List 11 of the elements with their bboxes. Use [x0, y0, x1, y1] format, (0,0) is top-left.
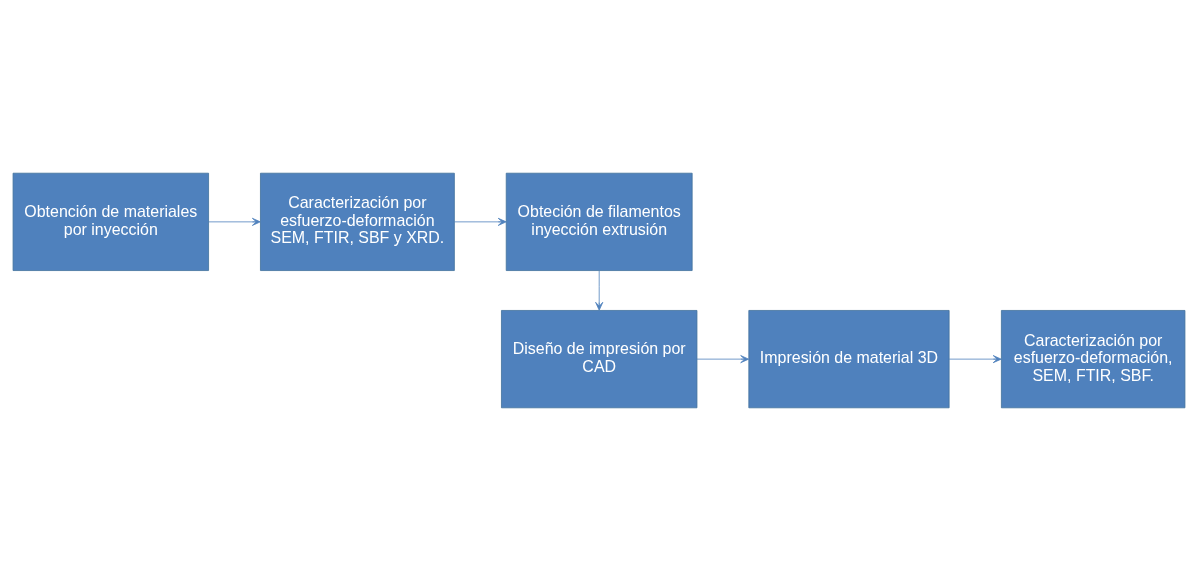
- node-box: Impresión de material 3D: [748, 310, 950, 409]
- node-box: Caracterización por esfuerzo-deformación, SEM, FTIR, SBF.: [1001, 310, 1186, 409]
- node-box: Caracterización por esfuerzo-deformación SEM, FTIR, SBF y XRD.: [260, 172, 455, 271]
- arrow: [696, 355, 750, 364]
- node-box: Diseño de impresión por CAD: [501, 310, 698, 409]
- arrow: [208, 217, 261, 226]
- node-box: Obtención de materiales por inyección: [12, 172, 209, 271]
- arrow: [948, 355, 1002, 364]
- arrow: [454, 217, 507, 226]
- arrow: [595, 270, 604, 311]
- node-box: Obteción de filamentos inyección extrusión: [505, 172, 693, 271]
